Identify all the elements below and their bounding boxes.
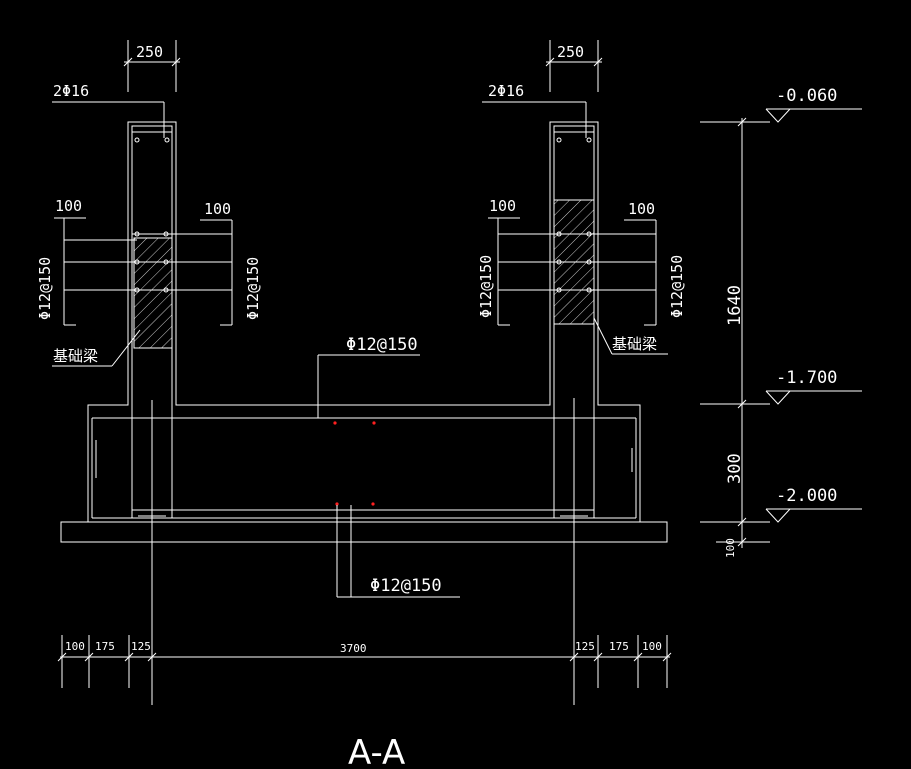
right-beam-callout: 基础梁: [593, 317, 668, 355]
right-inner-callout: 100 Φ12@150: [477, 197, 559, 326]
dim-100-vertical: 100: [724, 538, 737, 558]
top-dim-left: 250: [123, 40, 181, 92]
dim-bottom-175-left: 175: [95, 640, 115, 653]
label-phi12-right-outer: Φ12@150: [668, 255, 686, 318]
dim-bottom-100-left: 100: [65, 640, 85, 653]
label-phi12-right-inner: Φ12@150: [477, 255, 495, 318]
right-wall: [553, 125, 595, 705]
dim-1640: 1640: [725, 285, 745, 326]
dim-bottom-175-right: 175: [609, 640, 629, 653]
leader-2phi16-right: 2Φ16: [482, 82, 587, 138]
dim-250-right: 250: [557, 43, 584, 61]
dim-100-left-inner: 100: [204, 200, 231, 218]
elevation-bottom: -2.000: [765, 486, 862, 523]
slab-bottom-leader: Φ12@150: [336, 505, 460, 598]
label-phi12-left-outer: Φ12@150: [36, 257, 54, 320]
slab-top-leader: Φ12@150: [317, 335, 420, 418]
label-2phi16-left: 2Φ16: [53, 82, 89, 100]
vertical-dimensions: 1640 300 100: [700, 117, 770, 558]
blinding-layer: [60, 521, 668, 543]
label-phi12-slab-bottom: Φ12@150: [370, 576, 442, 596]
dim-bottom-125-left: 125: [131, 640, 151, 653]
left-beam-callout: 基础梁: [52, 329, 141, 367]
dim-100-left-outer: 100: [55, 197, 82, 215]
left-inner-callout: 100 Φ12@150: [166, 200, 262, 326]
elevation-bottom-label: -2.000: [776, 486, 837, 506]
slab-rebar-dots: [333, 421, 376, 506]
dim-100-right-inner: 100: [489, 197, 516, 215]
top-dim-right: 250: [545, 40, 603, 92]
elevation-middle-label: -1.700: [776, 368, 837, 388]
dim-300: 300: [725, 453, 745, 484]
elevation-middle: -1.700: [765, 368, 862, 405]
dim-bottom-100-right: 100: [642, 640, 662, 653]
elevation-top-label: -0.060: [776, 86, 837, 106]
label-2phi16-right: 2Φ16: [488, 82, 524, 100]
label-phi12-slab-top: Φ12@150: [346, 335, 418, 355]
left-outer-callout: 100 Φ12@150: [36, 197, 137, 326]
dim-100-right-outer: 100: [628, 200, 655, 218]
label-foundation-beam-left: 基础梁: [53, 347, 98, 365]
section-title: A-A: [348, 733, 405, 769]
elevation-top: -0.060: [765, 86, 862, 123]
dim-bottom-125-right: 125: [575, 640, 595, 653]
dim-250-left: 250: [136, 43, 163, 61]
right-outer-callout: 100 Φ12@150: [589, 200, 686, 326]
bottom-dimension-chain: 100 175 125 3700 125 175 100: [57, 635, 672, 705]
label-phi12-left-inner: Φ12@150: [244, 257, 262, 320]
label-foundation-beam-right: 基础梁: [612, 335, 657, 353]
left-wall: [131, 125, 173, 705]
dim-bottom-3700: 3700: [340, 642, 367, 655]
leader-2phi16-left: 2Φ16: [52, 82, 165, 138]
